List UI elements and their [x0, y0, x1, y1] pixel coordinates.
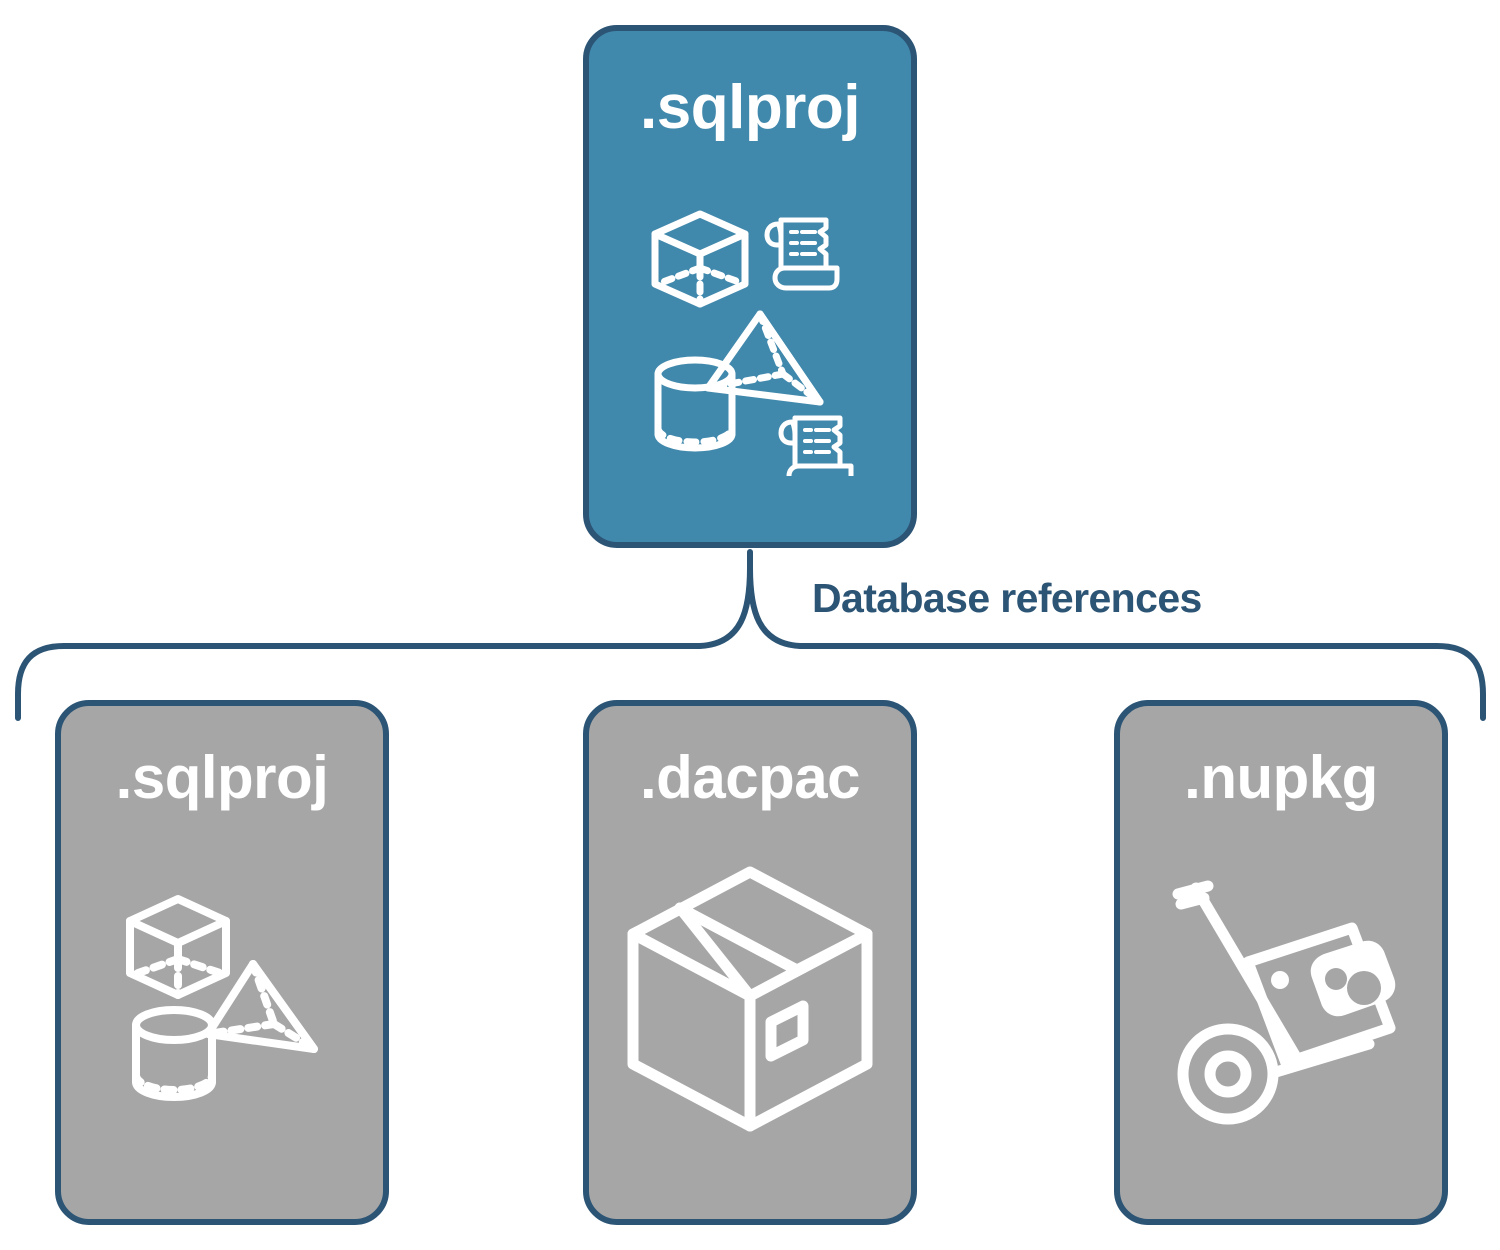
root-icon-group: [589, 139, 911, 542]
node-title: .sqlproj: [640, 73, 860, 142]
child-nupkg-icon-group: [1120, 808, 1442, 1219]
scroll-icon: [764, 217, 840, 290]
child-dacpac-icon-group: [589, 808, 911, 1219]
node-title: .nupkg: [1184, 744, 1378, 811]
nuget-holes-icon: [1325, 968, 1381, 1005]
node-root-sqlproj[interactable]: .sqlproj: [583, 25, 917, 548]
scroll-icon: [778, 415, 854, 476]
cylinder-icon: [132, 1005, 216, 1101]
child-sqlproj-icon-group: [61, 808, 383, 1219]
shipping-box-icon: [627, 866, 873, 1131]
node-child-nupkg[interactable]: .nupkg: [1114, 700, 1448, 1225]
node-title: .dacpac: [640, 744, 860, 811]
cube-icon: [126, 894, 230, 999]
node-child-sqlproj[interactable]: .sqlproj: [55, 700, 389, 1225]
pyramid-icon: [704, 310, 824, 405]
node-title: .sqlproj: [115, 744, 329, 811]
node-child-dacpac[interactable]: .dacpac: [583, 700, 917, 1225]
cube-icon: [651, 210, 749, 307]
package-icon: [1242, 922, 1396, 1069]
connector-label: Database references: [812, 575, 1202, 621]
pyramid-icon: [204, 959, 318, 1053]
